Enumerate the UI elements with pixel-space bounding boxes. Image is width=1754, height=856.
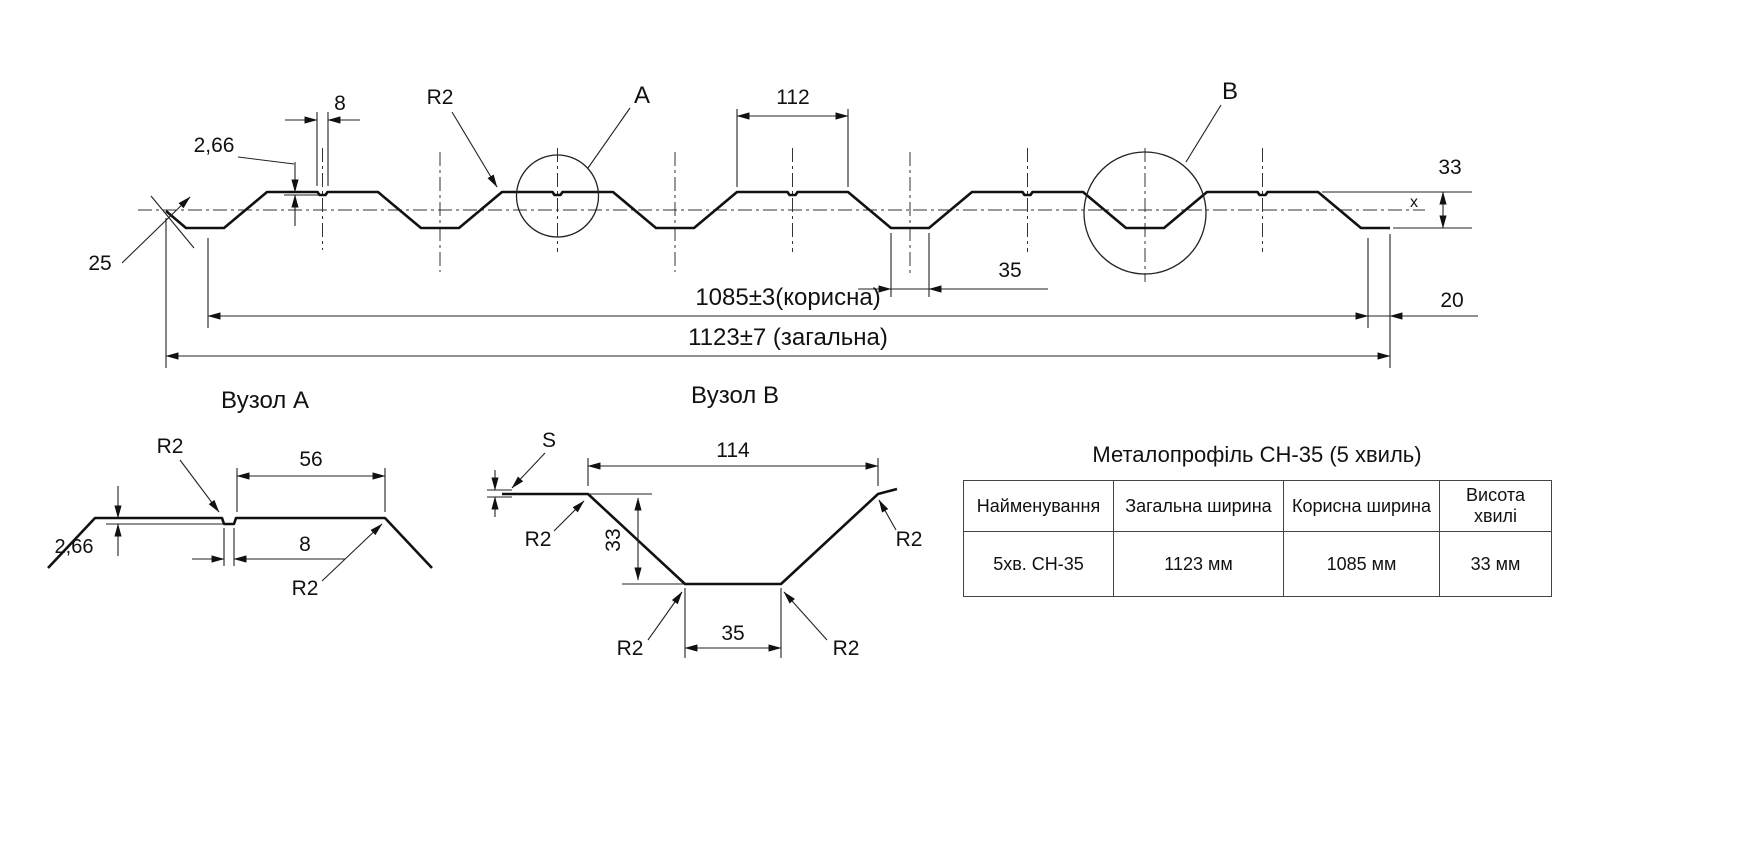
spec-col-name: Найменування (963, 480, 1114, 532)
dim-a-266: 2,66 (55, 486, 224, 558)
dim-text-114: 114 (716, 439, 750, 462)
spec-value-name: 5хв. СН-35 (963, 531, 1114, 597)
node-a-profile (47, 516, 433, 569)
dim-text-r2-left: R2 (525, 528, 552, 551)
main-profile-view: 8 2,66 R2 А 112 (88, 78, 1478, 368)
node-a-view: Вузол А R2 56 2,66 8 R2 (47, 387, 433, 600)
callout-r2: R2 (427, 86, 498, 188)
spec-value-wave-height: 33 мм (1439, 531, 1552, 597)
node-b-profile (502, 487, 898, 586)
dim-text-a-8: 8 (299, 533, 311, 556)
spec-data-row: 5хв. СН-35 1123 мм 1085 мм 33 мм (963, 531, 1552, 597)
leader-line (121, 196, 191, 264)
leader-line (647, 591, 683, 641)
dim-b-r2-bottom-right: R2 (783, 591, 860, 660)
leader-line (511, 452, 546, 489)
dim-b-r2-bottom-left: R2 (617, 591, 683, 660)
dim-text-8: 8 (334, 92, 346, 115)
spec-value-total-width: 1123 мм (1113, 531, 1284, 597)
dim-text-useful: 1085±3(корисна) (695, 284, 880, 311)
spec-col-total-width: Загальна ширина (1113, 480, 1284, 532)
dim-text-56: 56 (299, 448, 322, 471)
node-a-label: А (634, 82, 650, 109)
dim-text-112: 112 (776, 86, 809, 109)
leader-line (783, 591, 828, 641)
dim-text-r2-br: R2 (833, 637, 860, 660)
node-b-label: В (1222, 78, 1238, 105)
dim-text-b-33: 33 (602, 528, 625, 551)
dim-groove-width-8: 8 (285, 92, 360, 186)
dim-b-33: 33 (588, 493, 685, 585)
axis-x-label: х (1410, 194, 1418, 211)
leader-line (1185, 104, 1222, 163)
dim-text-35: 35 (998, 259, 1021, 282)
dim-text-s: S (542, 429, 556, 452)
dim-height-33: 33 х (1322, 156, 1472, 229)
leader-line (179, 459, 220, 513)
profile-outline (165, 190, 1390, 230)
leader-line (878, 499, 897, 531)
dim-text-20: 20 (1440, 289, 1463, 312)
node-a-title: Вузол А (221, 387, 309, 414)
leader-line (150, 195, 195, 249)
leader-line (587, 107, 631, 169)
dim-a-r2-bottom: R2 (292, 523, 383, 600)
dim-total-width: 1123±7 (загальна) (165, 218, 1391, 368)
leader-line (553, 500, 585, 532)
dim-text-r2-right: R2 (896, 528, 923, 551)
dim-text-r2-bottom: R2 (292, 577, 319, 600)
dim-pitch-112: 112 (736, 86, 849, 187)
node-b-title: Вузол В (691, 382, 779, 409)
centerlines (138, 148, 1425, 282)
leader-line (237, 156, 295, 165)
dim-a-r2-top: R2 (157, 435, 220, 513)
callout-node-b: В (1083, 78, 1238, 275)
dim-text-25: 25 (88, 252, 111, 275)
dim-a-56: 56 (236, 448, 386, 512)
spec-table: Найменування Загальна ширина Корисна шир… (963, 480, 1552, 597)
dim-edge-25: 25 (88, 195, 195, 275)
detail-circle-b (1083, 151, 1207, 275)
dim-text-r2-top: R2 (157, 435, 184, 458)
dim-b-35: 35 (684, 588, 782, 658)
spec-col-wave-height: Висота хвилі (1439, 480, 1552, 532)
dim-b-r2-right: R2 (878, 499, 923, 551)
spec-table-title: Металопрофіль СН-35 (5 хвиль) (1092, 442, 1422, 467)
dim-b-thickness-s: S (487, 429, 556, 517)
dim-text-33: 33 (1438, 156, 1461, 179)
dim-b-114: 114 (587, 439, 879, 486)
dim-text-total: 1123±7 (загальна) (688, 324, 888, 351)
dim-a-8: 8 (192, 528, 345, 566)
dim-useful-width: 1085±3(корисна) (207, 238, 1369, 328)
dim-text-266: 2,66 (194, 134, 235, 157)
leader-line (451, 111, 498, 188)
leader-line (321, 523, 383, 582)
dim-groove-depth-266: 2,66 (194, 134, 319, 226)
spec-header-row: Найменування Загальна ширина Корисна шир… (963, 480, 1552, 532)
detail-circle-a (515, 154, 600, 238)
dim-text-a-266: 2,66 (55, 536, 94, 558)
dim-text-r2: R2 (427, 86, 454, 109)
dim-b-r2-left: R2 (525, 500, 585, 551)
spec-table-block: Металопрофіль СН-35 (5 хвиль) Найменуван… (963, 442, 1552, 597)
dim-overlap-20: 20 (1368, 289, 1478, 320)
callout-node-a: А (515, 82, 650, 238)
dim-trough-35: 35 (858, 233, 1048, 297)
dim-text-r2-bl: R2 (617, 637, 644, 660)
dim-text-b-35: 35 (721, 622, 744, 645)
spec-value-useful-width: 1085 мм (1283, 531, 1440, 597)
spec-col-useful-width: Корисна ширина (1283, 480, 1440, 532)
node-b-view: Вузол В S 114 R2 33 (487, 382, 922, 660)
